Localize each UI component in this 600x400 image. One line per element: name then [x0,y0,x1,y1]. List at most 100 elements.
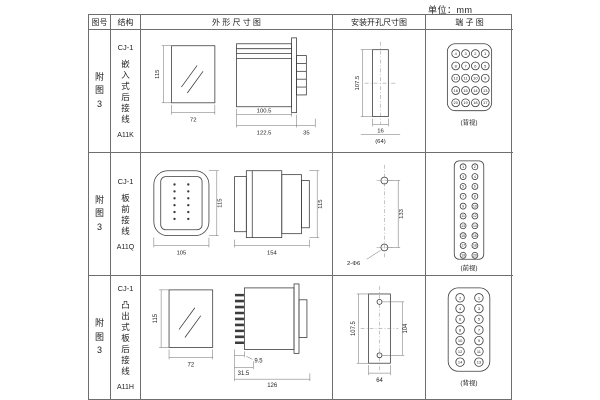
dimension-lines [366,180,401,260]
side-view [235,283,308,354]
terminal-number: 4 [474,175,476,179]
terminal-circle [474,325,484,335]
dim-label-side-height: 115 [318,199,324,209]
dim-label-spacing: (64) [375,139,386,145]
terminal-circle [471,202,479,210]
dim-label-length: 154 [267,250,278,256]
terminal-number: 2 [474,165,476,169]
terminal-number: 5 [478,317,481,322]
dimension-lines [153,170,320,248]
terminal-number: 8 [459,327,462,332]
terminal-circle [459,173,467,180]
terminal-number: 14 [473,88,478,93]
terminal-circle [455,357,465,367]
terminal-number: 19 [463,100,467,105]
terminal-circle [455,346,465,357]
terminal-number: 14 [473,224,477,228]
dim-label-depth3: 35 [303,130,310,136]
table-row-structure: CJ-1 嵌入式后接线 A11K [111,30,141,153]
structure-code: A11K [117,132,134,140]
outline-drawing: 115 72 9.5 31.5 126 [153,283,311,389]
terminal-circle [461,49,470,58]
terminal-number: 16 [473,234,477,238]
terminal-circle [471,251,479,259]
terminal-number: 10 [473,76,478,81]
terminal-circle [455,293,465,303]
terminal-number: 3 [464,51,467,56]
table-row-figure: 附图3 [89,276,111,399]
terminal-circle [461,98,470,108]
dim-label-height: 115 [218,198,224,208]
terminal-circle [451,61,461,71]
terminal-circle [474,293,484,303]
terminal-circle [474,314,484,324]
terminal-circle [459,212,467,220]
dimension-lines [159,289,311,382]
terminal-circle [459,222,467,230]
dim-label-depth1: 100.5 [257,109,272,115]
dim-label-height: 115 [155,69,161,79]
terminal-circle [474,303,484,314]
terminal-circle [471,86,480,95]
terminal-number: 5 [484,63,487,68]
terminal-number: 9 [478,338,481,343]
cutout-view [364,41,397,125]
dim-label-cutout-height: 107.5 [351,320,357,336]
terminal-number: 20 [473,254,477,258]
column-header-outline: 外 形 尺 寸 图 [141,15,333,30]
dim-label-hole-spacing: 133 [399,208,405,219]
terminal-circle [451,73,461,83]
dim-label-pin-length: 9.5 [254,358,263,364]
terminal-number: 8 [455,63,458,68]
terminal-number: 5 [462,185,464,189]
table-row-structure: CJ-1 凸出式板后接线 A11H [111,276,141,399]
terminal-circle [459,232,467,239]
terminal-number: 16 [454,88,459,93]
terminal-circle [480,86,490,95]
terminal-circle [471,192,479,200]
terminal-circle [471,222,479,230]
hole-size-label: 2-Φ6 [347,261,361,267]
view-caption: (背视) [461,117,478,126]
figure-label: 附图3 [94,71,104,109]
terminal-number: 1 [462,165,464,169]
terminal-number: 19 [461,254,465,258]
dim-label-hole-spacing: 104 [403,323,409,334]
terminal-number: 6 [474,185,476,189]
mounting-drawing: 107.5 104 64 [351,286,409,384]
terminal-circle [471,49,480,58]
dimension-lines [161,45,316,128]
terminal-block-outline [447,287,491,372]
terminal-number: 7 [478,327,480,332]
terminal-circle [471,163,479,171]
outline-drawing: 115 105 154 115 [153,170,324,256]
terminal-number: 9 [484,76,486,81]
terminal-circle [471,73,480,83]
terminal-circle [459,192,467,200]
outline-drawing: 115 72 100.5 122.5 35 [155,37,316,136]
terminal-number: 1 [478,295,480,300]
terminal-number: 6 [459,317,462,322]
terminal-number: 4 [455,51,458,56]
structure-name: 嵌入式后接线 [121,58,130,125]
dim-label-total-depth: 126 [267,383,278,389]
dim-label-cutout-width: 64 [376,378,383,384]
terminal-number: 9 [462,204,464,208]
mounting-drawing: 107.5 16 (64) [355,41,401,145]
terminal-circle [459,163,467,171]
table-row-figure: 附图3 [89,30,111,153]
terminal-circle [471,61,480,71]
terminal-number: 15 [463,88,468,93]
terminal-circle [459,251,467,259]
mounting-cell: 107.5 16 (64) [333,30,426,153]
side-view [236,37,307,114]
terminal-number: 13 [483,88,488,93]
table-row-figure: 附图3 [89,153,111,276]
terminal-circle [471,232,479,239]
terminal-circle [480,49,490,58]
cutout-view [360,286,399,372]
structure-model: CJ-1 [117,283,134,293]
